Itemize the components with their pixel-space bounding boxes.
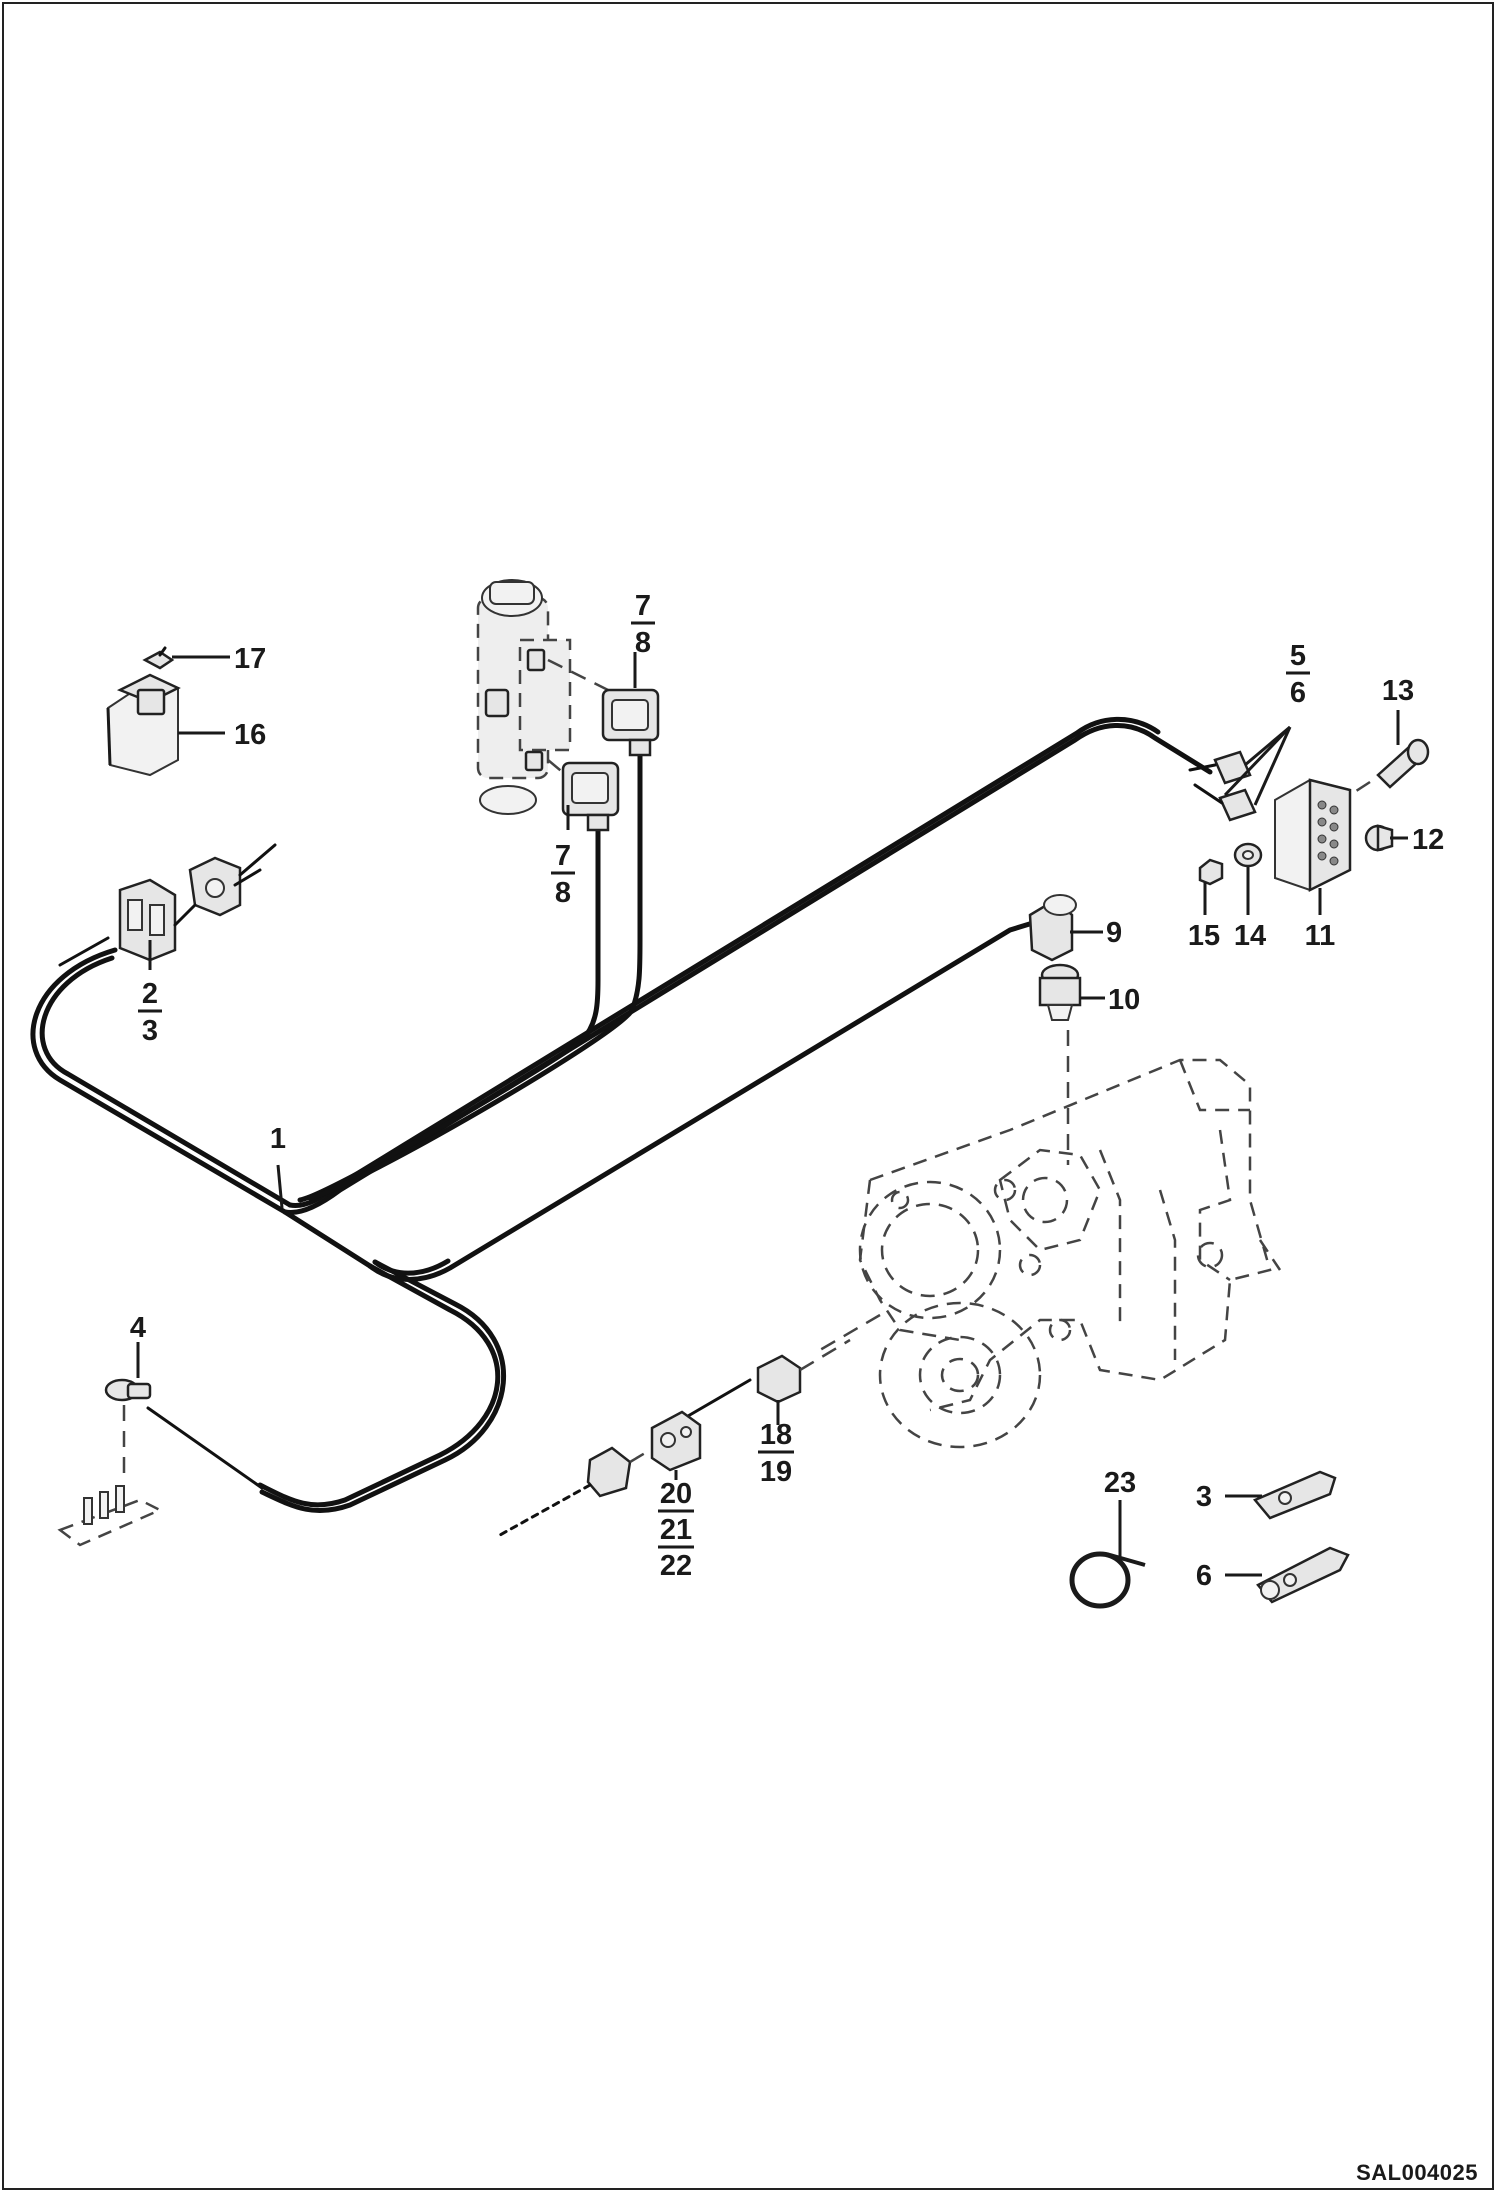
callout-1: 1 [270,1123,286,1155]
callout-3-terminal: 3 [1196,1481,1212,1513]
speed-sensor-probe [498,1446,651,1537]
callout-2: 2 [142,978,158,1010]
callout-7-upper: 7 [635,590,651,622]
callout-8-lower: 8 [555,877,571,909]
callout-23: 23 [1104,1467,1136,1499]
part-2-3-connector [118,843,277,962]
callout-9: 9 [1106,917,1122,949]
part-17-clip [142,646,175,670]
part-10-sensor [1038,963,1082,1021]
part-20-22-connector [650,1410,702,1472]
callout-21: 21 [660,1514,692,1546]
part-15-nut [1198,858,1224,886]
callout-18: 18 [760,1419,792,1451]
part-12-clip [1364,824,1394,852]
callout-15: 15 [1188,920,1220,952]
part-6-terminal [1256,1546,1350,1604]
main-wiring-harness [30,716,1213,1514]
callout-14: 14 [1234,920,1266,952]
callout-10: 10 [1108,984,1140,1016]
callout-labels: 1 2 3 4 5 6 7 8 7 8 9 10 11 12 13 14 15 … [130,590,1444,1592]
callout-20: 20 [660,1478,692,1510]
part-3-terminal [1252,1470,1337,1520]
part-4-sensor [104,1378,152,1402]
part-16-rocker-switch [106,673,181,777]
callout-11: 11 [1305,920,1336,952]
part-9-plug [1028,894,1077,962]
part-23-clamp [1069,1551,1146,1609]
callout-17: 17 [234,643,266,675]
callout-6: 6 [1290,677,1306,709]
valve-block-ghost [476,579,609,815]
leader-lines [136,652,1408,1577]
drawing-code: SAL004025 [1356,2160,1478,2185]
part-13-bolt [1349,738,1430,797]
part-11-socket-block [1274,778,1352,893]
part-5-6-connectors [1188,750,1257,822]
callout-5: 5 [1290,640,1306,672]
callout-16: 16 [234,719,266,751]
part-14-washer [1233,842,1263,868]
solenoid-plug-lower [561,761,620,832]
callout-22: 22 [660,1550,692,1582]
part-18-19-connector [756,1338,851,1404]
callout-3: 3 [142,1015,158,1047]
callout-6-terminal: 6 [1196,1560,1212,1592]
callout-19: 19 [760,1456,792,1488]
mounting-bracket-ghost [57,1405,163,1547]
callout-7-lower: 7 [555,840,571,872]
callout-13: 13 [1382,675,1414,707]
transmission-housing-ghost [819,1030,1282,1449]
solenoid-plug-upper [601,688,660,757]
callout-12: 12 [1412,824,1444,856]
callout-4: 4 [130,1312,146,1344]
callout-8-upper: 8 [635,627,651,659]
